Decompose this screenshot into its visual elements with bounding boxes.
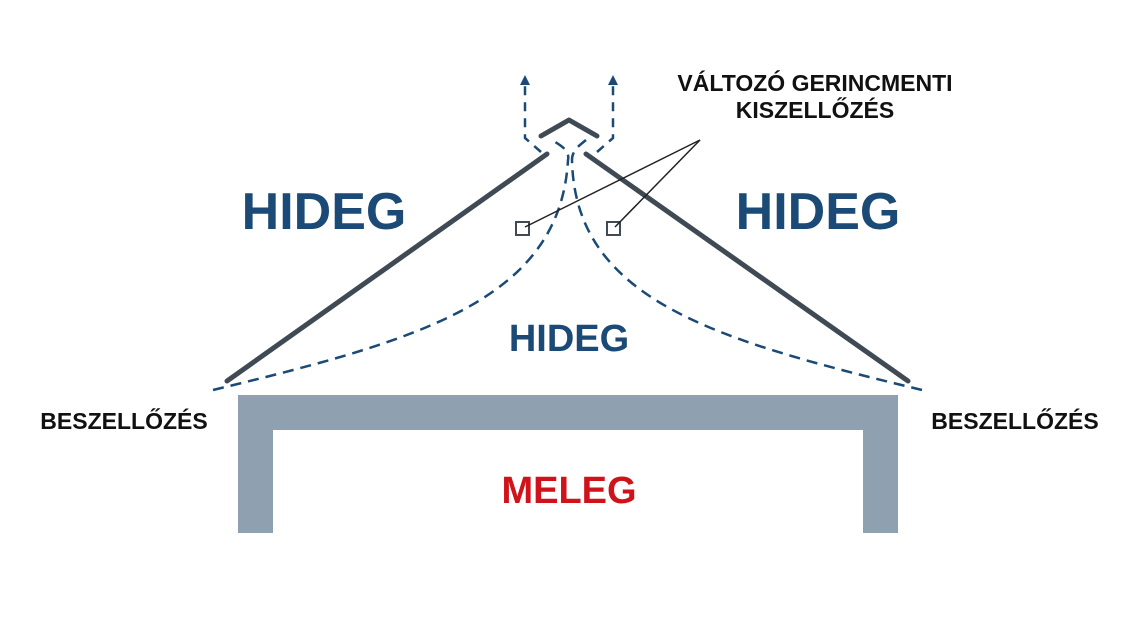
cold-label-attic: HIDEG bbox=[509, 318, 629, 360]
ridge-vent-label-line2: KISZELLŐZÉS bbox=[736, 96, 894, 123]
building-wall-section bbox=[238, 395, 898, 533]
roof-slope-right bbox=[583, 151, 911, 384]
vent-marker-left bbox=[515, 221, 530, 236]
eave-vent-label-left: BESZELLŐZÉS bbox=[40, 407, 207, 434]
cold-label-left: HIDEG bbox=[242, 183, 407, 241]
leader-line-right bbox=[614, 139, 701, 228]
exhaust-arrow-right bbox=[596, 75, 618, 153]
cold-label-right: HIDEG bbox=[736, 183, 901, 241]
warm-label-interior: MELEG bbox=[501, 470, 636, 512]
airflow-path-right bbox=[570, 139, 923, 392]
ridge-cap bbox=[538, 117, 600, 139]
ridge-vent-label-line1: VÁLTOZÓ GERINCMENTI bbox=[677, 69, 952, 96]
roof-slope-left bbox=[224, 151, 550, 384]
leader-line-left bbox=[524, 139, 701, 228]
airflow-path-left bbox=[212, 138, 570, 392]
exhaust-arrow-left bbox=[520, 75, 542, 153]
eave-vent-label-right: BESZELLŐZÉS bbox=[931, 407, 1098, 434]
